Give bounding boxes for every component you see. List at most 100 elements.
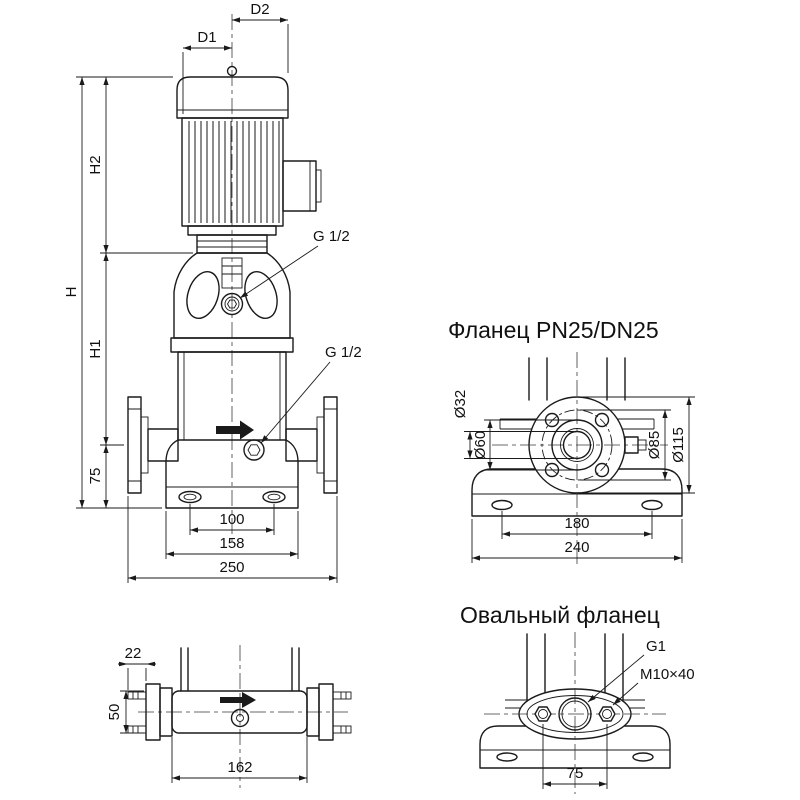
d115-ext-lines <box>580 396 695 494</box>
oval-thread-circle <box>561 700 589 728</box>
oval-view-title: Овальный фланец <box>460 602 660 628</box>
oval-base-slot-left <box>496 752 518 762</box>
flange-view: Фланец PN25/DN25 Ø32 Ø60 Ø85 <box>448 317 695 566</box>
left-flange-plate <box>145 683 161 741</box>
dim-240-label: 240 <box>564 539 589 556</box>
discharge-pipe <box>285 428 318 462</box>
dim-158-label: 158 <box>219 535 244 552</box>
motor-cooling-fins <box>185 121 280 223</box>
oval-flange-inner-outline <box>526 695 624 733</box>
flange-base-slot-right <box>641 499 663 511</box>
priming-plug-boss <box>220 292 244 316</box>
raised-face-circle <box>551 419 603 471</box>
dim-h-label: H <box>63 287 80 298</box>
right-nut-lines <box>340 692 347 733</box>
dim-d32-label: Ø32 <box>452 390 469 418</box>
base-slot-right-inner <box>267 493 281 501</box>
priming-plug <box>224 296 240 312</box>
right-stud-top <box>332 691 352 700</box>
adapter-lines <box>197 240 267 248</box>
left-stud-top <box>127 691 147 700</box>
b75-ext-lines <box>542 724 608 789</box>
oval-bolt-hex-left <box>534 706 552 722</box>
flange-view-title: Фланец PN25/DN25 <box>448 317 659 343</box>
main-view: D2 D1 H H2 H1 75 100 158 250 G 1/2 G 1/2 <box>63 1 362 583</box>
dim-162-label: 162 <box>227 759 252 776</box>
d32-ext-lines <box>464 431 574 459</box>
port-flow-arrow <box>220 692 256 708</box>
b162-ext-lines <box>171 737 308 783</box>
leader-priming-plug <box>239 245 319 299</box>
terminal-box <box>282 160 317 212</box>
motor <box>176 65 322 236</box>
label-drain-plug: G 1/2 <box>325 344 362 361</box>
dim-75-label: 75 <box>87 468 104 485</box>
label-bolt: M10×40 <box>640 666 695 683</box>
pump-body <box>127 337 338 509</box>
discharge-bolt-lines <box>324 408 337 482</box>
port-plug <box>230 708 250 728</box>
discharge-raised-face <box>316 416 325 474</box>
main-dimensions: D2 D1 H H2 H1 75 100 158 250 G 1/2 G 1/2 <box>63 1 362 583</box>
base-slot-left-inner <box>183 493 197 501</box>
left-stud-bottom <box>127 725 147 734</box>
t22-ext-lines <box>127 668 147 690</box>
bolt-hole-br <box>594 462 610 478</box>
dim-75b-label: 75 <box>567 765 584 782</box>
label-thread: G1 <box>646 638 666 655</box>
flange-base-slot-left <box>491 499 513 511</box>
head-window-left <box>186 271 220 319</box>
label-priming-plug: G 1/2 <box>313 228 350 245</box>
sleeve-continuation-lines <box>180 647 300 692</box>
dim-d115-label: Ø115 <box>670 427 687 463</box>
bolt-hole-tr <box>594 412 610 428</box>
dim-d85-label: Ø85 <box>646 431 663 459</box>
pump-base <box>165 439 299 509</box>
port-plug-center <box>236 714 244 722</box>
suction-flange <box>127 396 142 494</box>
bolt-circle <box>541 409 613 481</box>
port-section-view: 22 50 162 <box>106 645 352 788</box>
dim-22-arrow-left <box>119 661 128 667</box>
oval-bolt-left-circle <box>538 709 548 719</box>
dim-d2-label: D2 <box>250 1 269 18</box>
sleeve-inner-walls <box>183 352 281 440</box>
hub-circle <box>560 428 594 462</box>
dim-22-label: 22 <box>125 645 142 662</box>
dim-50-label: 50 <box>106 704 123 721</box>
oval-annotations: G1 M10×40 75 <box>542 638 695 789</box>
d85-ext-lines <box>580 409 671 481</box>
oval-bolt-right-circle <box>602 709 612 719</box>
leader-bolt <box>612 682 639 706</box>
drain-plug-boss <box>243 439 265 461</box>
suction-bolt-lines <box>128 408 141 482</box>
dim-180-label: 180 <box>564 515 589 532</box>
dim-100-label: 100 <box>219 511 244 528</box>
base-slot-right <box>262 490 286 504</box>
leader-drain-plug <box>260 361 331 444</box>
dim-250-label: 250 <box>219 559 244 576</box>
coupling-lines <box>222 265 242 275</box>
oval-bore <box>558 697 592 731</box>
dim-d1-label: D1 <box>197 29 216 46</box>
flange-dimensions: Ø32 Ø60 Ø85 Ø115 180 240 <box>452 390 695 563</box>
d60-ext-lines <box>484 419 574 471</box>
oval-pipes <box>526 633 624 701</box>
coupling <box>221 257 243 289</box>
flow-arrow <box>216 420 254 440</box>
side-plug-nut <box>637 439 647 451</box>
port-dimensions: 22 50 162 <box>106 645 308 783</box>
dim-h2-label: H2 <box>87 155 104 174</box>
suction-raised-face <box>140 416 149 474</box>
bore-circle <box>562 430 592 460</box>
oval-bolt-hex-right <box>598 706 616 722</box>
oval-base-slot-right <box>632 752 654 762</box>
terminal-box-flange <box>315 169 322 203</box>
priming-plug-hex <box>226 299 238 309</box>
right-stud-bottom <box>332 725 352 734</box>
left-nut-lines <box>132 692 139 733</box>
suction-pipe <box>147 428 179 462</box>
dim-22-arrow-right <box>146 661 155 667</box>
